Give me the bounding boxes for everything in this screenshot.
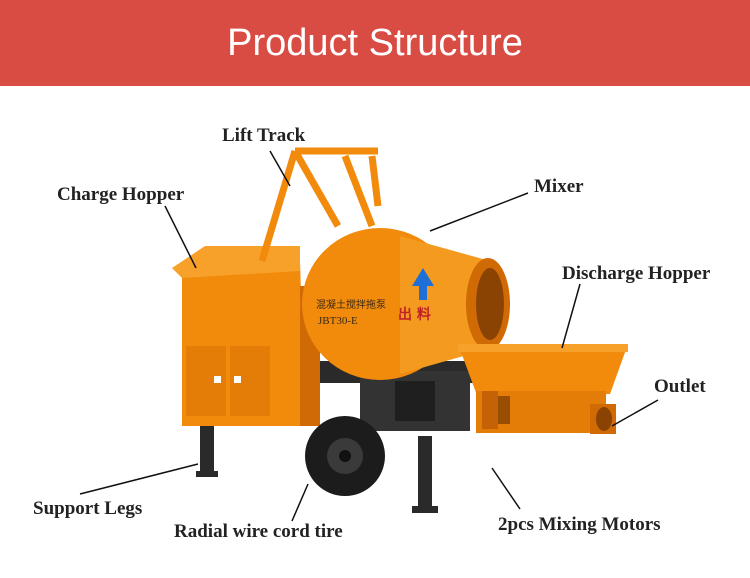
diagram-stage: 混凝土搅拌拖泵 JBT30-E 出 料 Lift Track Charge Ho… bbox=[0, 86, 750, 578]
label-charge-hopper: Charge Hopper bbox=[57, 184, 184, 206]
drum-text-line2: JBT30-E bbox=[318, 315, 358, 327]
label-outlet: Outlet bbox=[654, 376, 706, 398]
page-title: Product Structure bbox=[0, 0, 750, 86]
cabinet-body bbox=[182, 261, 320, 426]
label-mixer: Mixer bbox=[534, 176, 584, 198]
label-discharge-hopper: Discharge Hopper bbox=[562, 263, 710, 285]
outlet bbox=[590, 404, 616, 434]
drum-text-line1: 混凝土搅拌拖泵 bbox=[316, 298, 386, 311]
drum-text-discharge: 出 料 bbox=[398, 306, 431, 323]
label-support-legs: Support Legs bbox=[33, 498, 142, 520]
mixing-motors bbox=[482, 391, 510, 429]
label-lift-track: Lift Track bbox=[222, 125, 305, 147]
label-radial-tire: Radial wire cord tire bbox=[174, 521, 343, 543]
label-mixing-motors: 2pcs Mixing Motors bbox=[498, 514, 661, 536]
tire bbox=[305, 416, 385, 496]
